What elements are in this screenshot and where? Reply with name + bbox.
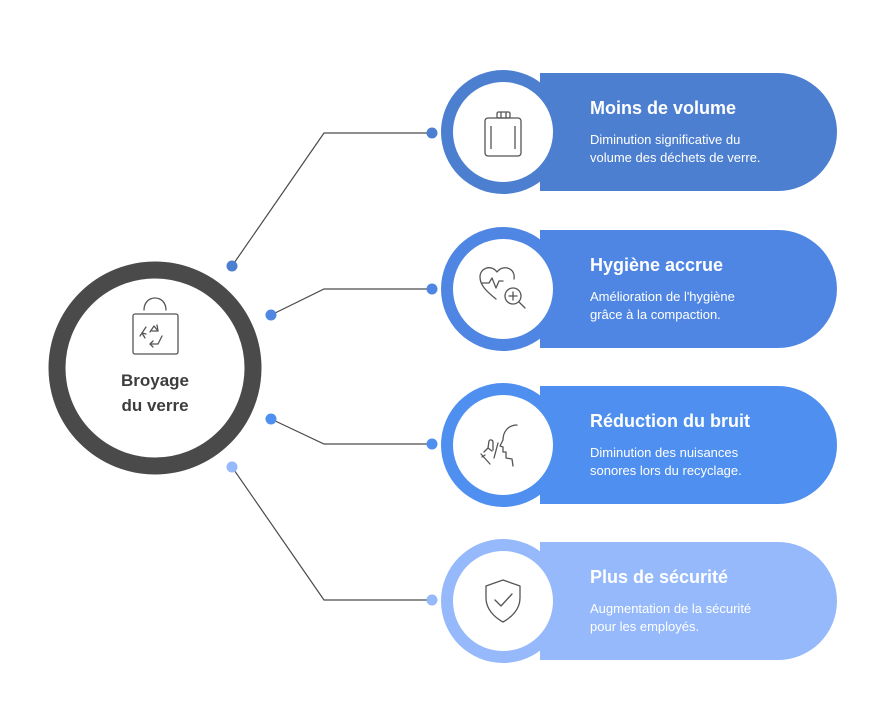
card-title-2: Hygiène accrue (590, 255, 724, 275)
hub-label-line2: du verre (121, 396, 189, 415)
card-title-1: Moins de volume (590, 98, 737, 118)
card-plus-de-securite (426, 539, 837, 663)
connector-dot-hub-4 (226, 461, 238, 473)
card-desc-1-line1: Diminution significative du (590, 132, 741, 147)
connectors (231, 132, 432, 601)
card-hygiene-accrue (426, 227, 837, 351)
connector-dot-hub-1 (226, 260, 238, 272)
card-moins-de-volume (426, 70, 837, 194)
silence-gesture-icon (480, 424, 518, 467)
hub-label: Broyage du verre (75, 368, 235, 418)
card-desc-3-line1: Diminution des nuisances (590, 445, 739, 460)
card-desc-4-line1: Augmentation de la sécurité (590, 601, 752, 616)
card-text-2: Hygiène accrue Amélioration de l'hygiène… (590, 254, 830, 324)
recycling-bag-icon (132, 297, 179, 355)
connector-1 (231, 132, 432, 267)
connector-2 (270, 288, 432, 316)
shield-check-icon (485, 579, 521, 623)
card-desc-2: Amélioration de l'hygiène grâce à la com… (590, 288, 830, 324)
card-title-3: Réduction du bruit (590, 411, 750, 431)
card-title-4: Plus de sécurité (590, 567, 729, 587)
connector-4 (231, 466, 432, 601)
card-text-4: Plus de sécurité Augmentation de la sécu… (590, 566, 830, 636)
card-desc-2-line1: Amélioration de l'hygiène (590, 289, 735, 304)
card-desc-2-line2: grâce à la compaction. (590, 307, 721, 322)
card-text-3: Réduction du bruit Diminution des nuisan… (590, 410, 830, 480)
card-desc-4-line2: pour les employés. (590, 619, 700, 634)
jar-icon (484, 111, 522, 157)
card-desc-3: Diminution des nuisances sonores lors du… (590, 444, 830, 480)
connector-dot-hub-2 (265, 309, 277, 321)
hub-label-line1: Broyage (120, 371, 190, 390)
card-desc-1: Diminution significative du volume des d… (590, 131, 830, 167)
heart-health-icon (479, 267, 526, 309)
card-desc-4: Augmentation de la sécurité pour les emp… (590, 600, 830, 636)
card-desc-1-line2: volume des déchets de verre. (590, 150, 761, 165)
connector-dot-hub-3 (265, 413, 277, 425)
card-desc-3-line2: sonores lors du recyclage. (590, 463, 742, 478)
hub (48, 261, 262, 475)
connector-3 (270, 418, 432, 445)
card-reduction-du-bruit (426, 383, 837, 507)
card-text-1: Moins de volume Diminution significative… (590, 97, 830, 167)
